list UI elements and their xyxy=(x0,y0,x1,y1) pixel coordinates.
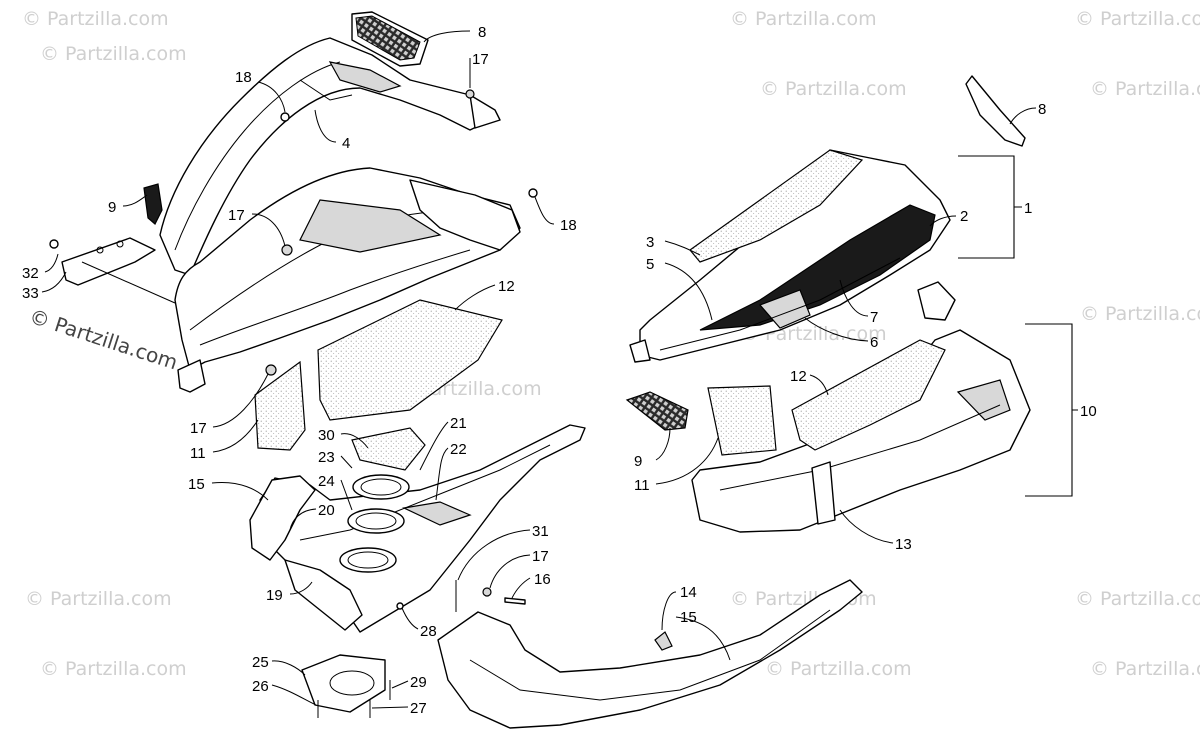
watermark-rotated: © Partzilla.com xyxy=(26,304,180,375)
screw-18 xyxy=(528,188,538,198)
watermark: © Partzilla.com xyxy=(1090,78,1200,100)
right-hood-assembly xyxy=(625,75,1031,533)
callout-25: 25 xyxy=(252,654,269,671)
duct-15-left xyxy=(249,475,316,561)
watermark: © Partzilla.com xyxy=(22,8,169,30)
vent-opening xyxy=(956,379,1011,421)
callout-3: 3 xyxy=(646,234,654,251)
duct-19 xyxy=(284,559,363,631)
callout-31: 31 xyxy=(532,523,549,540)
plate-30 xyxy=(351,427,426,471)
watermark: © Partzilla.com xyxy=(1075,8,1200,30)
callout-18-right: 18 xyxy=(560,217,577,234)
callout-8-upper-left: 8 xyxy=(478,24,486,41)
upper-hood-frame xyxy=(159,37,501,276)
watermark: © Partzilla.com xyxy=(1090,658,1200,680)
bracket-10 xyxy=(1025,323,1078,497)
bracket-1 xyxy=(958,155,1022,259)
vent-8-right xyxy=(965,75,1026,147)
callout-12-right: 12 xyxy=(790,368,807,385)
fastener-17 xyxy=(265,364,277,376)
callout-33: 33 xyxy=(22,285,39,302)
callout-18-top: 18 xyxy=(235,69,252,86)
watermark: © Partzilla.com xyxy=(730,8,877,30)
watermark: © Partzilla.com xyxy=(25,588,172,610)
vent-lower xyxy=(811,461,836,525)
callout-15-right: 15 xyxy=(680,609,697,626)
callout-22: 22 xyxy=(450,441,467,458)
callout-15-left: 15 xyxy=(188,476,205,493)
callout-27: 27 xyxy=(410,700,427,717)
callout-6: 6 xyxy=(870,334,878,351)
watermark: © Partzilla.com xyxy=(1075,588,1200,610)
callout-4: 4 xyxy=(342,135,350,152)
callout-17-top: 17 xyxy=(472,51,489,68)
callout-24: 24 xyxy=(318,473,335,490)
callout-11-left: 11 xyxy=(190,445,206,462)
screw-28 xyxy=(396,602,404,610)
callout-12-left: 12 xyxy=(498,278,515,295)
callout-19: 19 xyxy=(266,587,283,604)
lower-support-panel xyxy=(259,424,586,633)
panel-3 xyxy=(689,149,864,263)
trim-piece-left xyxy=(143,183,163,225)
callout-9-right: 9 xyxy=(634,453,642,470)
callout-20: 20 xyxy=(318,502,335,519)
callout-9-left: 9 xyxy=(108,199,116,216)
left-hood-assembly xyxy=(49,11,586,718)
fastener-17-mid xyxy=(281,244,293,256)
callout-2: 2 xyxy=(960,208,968,225)
vent-grille-top xyxy=(351,11,429,67)
nut-17-bottom xyxy=(482,587,492,597)
main-hood-frame xyxy=(174,167,521,393)
callout-28: 28 xyxy=(420,623,437,640)
screw-18-top xyxy=(280,112,290,122)
vent-grille-right xyxy=(625,391,689,431)
side-panel-left xyxy=(254,360,306,451)
callout-7: 7 xyxy=(870,309,878,326)
watermark: © Partzilla.com xyxy=(760,78,907,100)
watermark: © Partzilla.com xyxy=(1080,303,1200,325)
bolt-16 xyxy=(504,597,526,605)
fastener-17-top xyxy=(465,89,475,99)
callout-26: 26 xyxy=(252,678,269,695)
callout-30: 30 xyxy=(318,427,335,444)
decal-6 xyxy=(758,289,811,329)
watermark: © Partzilla.com xyxy=(40,43,187,65)
clip-14 xyxy=(654,631,673,651)
callout-29: 29 xyxy=(410,674,427,691)
side-panel-right xyxy=(707,385,777,456)
leader-lines xyxy=(41,30,1037,709)
watermark: © Partzilla.com xyxy=(765,658,912,680)
insulation-panel-left xyxy=(317,299,503,421)
panel-12-right xyxy=(791,339,946,451)
callout-10: 10 xyxy=(1080,403,1097,420)
plate-25 xyxy=(301,654,386,713)
callout-32: 32 xyxy=(22,265,39,282)
callout-23: 23 xyxy=(318,449,335,466)
callout-11-right: 11 xyxy=(634,477,650,494)
callout-17-mid: 17 xyxy=(228,207,245,224)
callout-1: 1 xyxy=(1024,200,1032,217)
callout-21: 21 xyxy=(450,415,467,432)
lower-cowl xyxy=(691,329,1031,533)
callout-17-lower: 17 xyxy=(190,420,207,437)
callout-17-bottom: 17 xyxy=(532,548,549,565)
watermark: © Partzilla.com xyxy=(40,658,187,680)
callout-14: 14 xyxy=(680,584,697,601)
callout-5: 5 xyxy=(646,256,654,273)
bracket-32-33 xyxy=(49,237,156,286)
belly-pan-assembly xyxy=(437,579,863,729)
callout-16: 16 xyxy=(534,571,551,588)
callout-8-right: 8 xyxy=(1038,101,1046,118)
callout-13: 13 xyxy=(895,536,912,553)
